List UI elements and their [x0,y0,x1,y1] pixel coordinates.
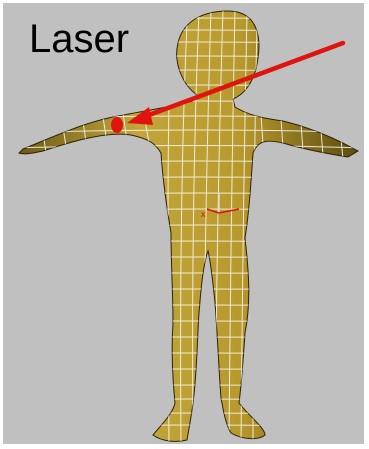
character-mesh[interactable] [19,11,358,441]
3d-viewport[interactable]: x Laser [2,2,365,445]
model-scene: x [3,3,365,445]
svg-text:x: x [201,209,206,219]
laser-impact-dot-icon [111,117,123,133]
laser-label: Laser [29,19,129,59]
